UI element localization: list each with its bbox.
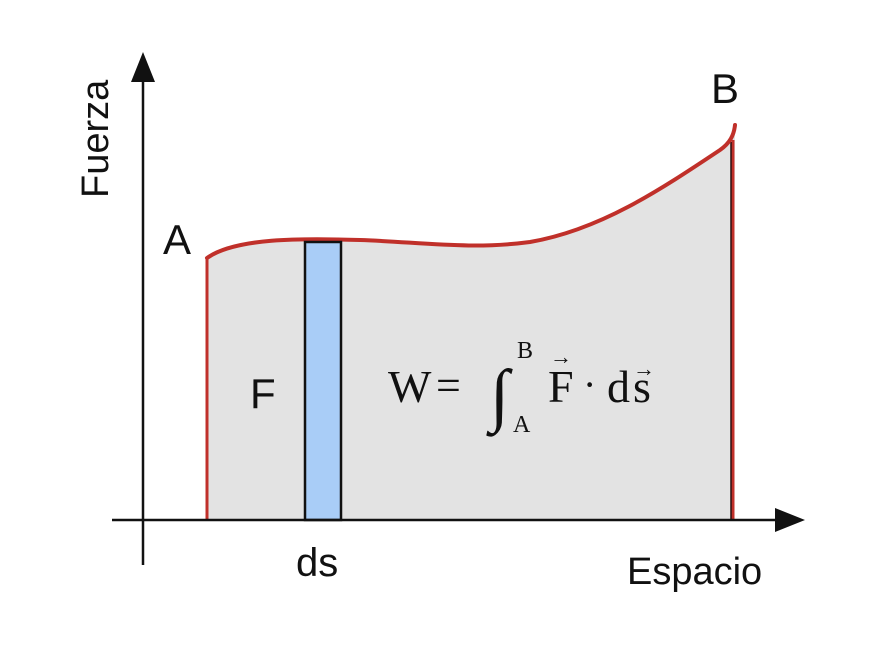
formula-dot: · — [583, 362, 596, 407]
formula-equals: = — [436, 361, 461, 410]
formula-upper-limit: B — [517, 338, 533, 364]
formula-vector-f: F — [548, 361, 574, 412]
formula-vector-s: s — [633, 361, 651, 412]
ds-strip — [303, 240, 343, 522]
point-b-label: B — [711, 65, 739, 112]
point-a-label: A — [163, 216, 191, 263]
formula-d: d — [607, 361, 630, 412]
x-axis-arrowhead — [775, 508, 805, 532]
x-axis-label: Espacio — [627, 551, 762, 593]
y-axis-arrowhead — [131, 52, 155, 82]
formula-vector-f-arrow: → — [550, 344, 572, 369]
force-label: F — [250, 370, 276, 417]
formula-integral: ∫ — [486, 357, 513, 437]
work-formula: W = ∫ B A F → · d s → — [388, 338, 655, 438]
ds-label: ds — [296, 541, 338, 585]
formula-vector-s-arrow: → — [633, 356, 655, 381]
y-axis-label: Fuerza — [75, 79, 117, 198]
formula-lower-limit: A — [513, 412, 531, 438]
force-curve — [205, 123, 737, 260]
formula-w: W — [388, 361, 432, 412]
area-under-curve — [207, 125, 735, 520]
